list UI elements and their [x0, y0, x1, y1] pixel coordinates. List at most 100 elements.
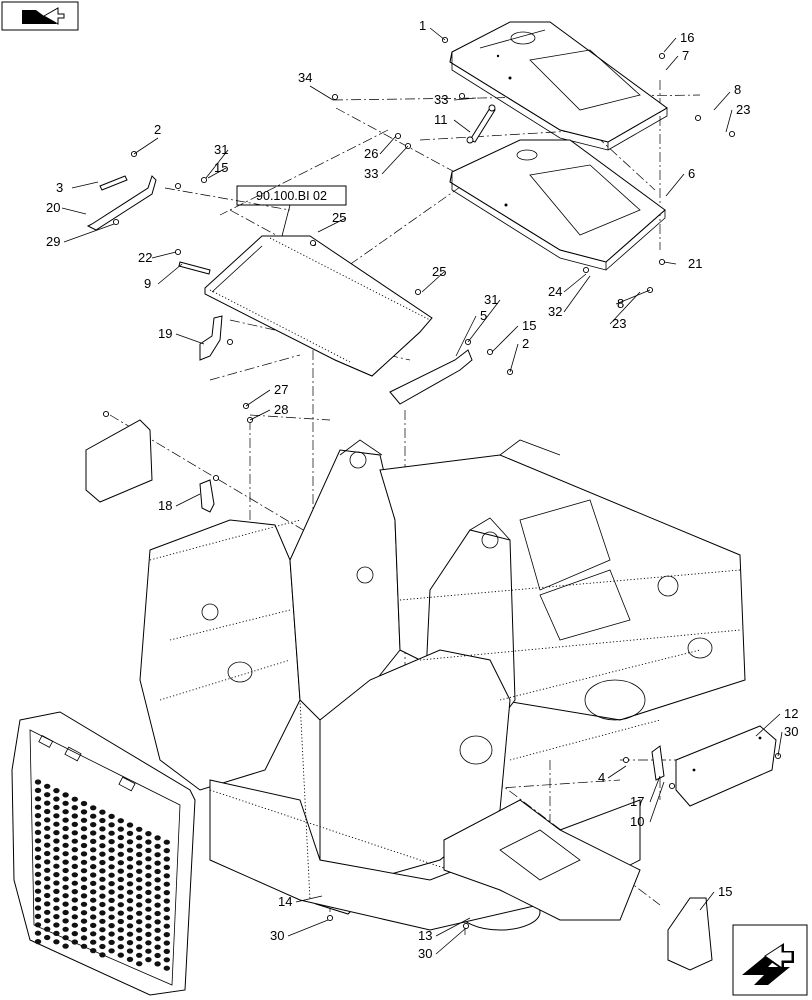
grille-mesh-hole [53, 846, 60, 853]
grille-mesh-hole [80, 926, 88, 933]
grille-mesh-hole [108, 881, 115, 887]
grille-mesh-hole [62, 851, 69, 857]
lower-cover-plate[interactable] [449, 139, 666, 271]
grille-mesh-hole [136, 902, 143, 908]
grille-mesh-hole [136, 851, 143, 858]
grille-mesh-hole [71, 796, 79, 802]
grille-mesh-hole [126, 822, 134, 828]
gas-strut-11[interactable] [466, 104, 496, 144]
grille-mesh-hole [34, 846, 42, 852]
bracket-18[interactable] [199, 479, 215, 513]
grille-mesh-hole [90, 897, 97, 903]
grille-mesh-hole [99, 851, 106, 857]
grille-mesh-hole [99, 918, 106, 924]
callout-24: 24 [548, 284, 562, 299]
callout-20: 20 [46, 200, 60, 215]
grille-mesh-hole [163, 873, 170, 879]
grille-mesh-hole [99, 868, 106, 874]
grille-mesh-hole [154, 877, 161, 883]
grille-mesh-hole [154, 936, 161, 942]
leader-line [491, 325, 519, 353]
grille-mesh-hole [108, 939, 115, 946]
grille-mesh-hole [163, 839, 170, 845]
grille-mesh-hole [126, 940, 134, 946]
grille-mesh-hole [99, 943, 106, 950]
leader-line [381, 145, 409, 175]
grille-mesh-hole [34, 829, 42, 836]
leader-line [151, 251, 177, 259]
side-cover-left[interactable] [85, 419, 153, 503]
grille-mesh-hole [62, 867, 69, 874]
grille-mesh-hole [80, 842, 88, 849]
grille-mesh-hole [154, 885, 161, 891]
leader-line [435, 927, 467, 955]
grille-mesh-hole [80, 935, 88, 941]
bracket-5[interactable] [389, 349, 473, 405]
callout-23: 23 [612, 316, 626, 331]
grille-mesh-hole [71, 813, 79, 819]
bracket-19[interactable] [199, 315, 223, 361]
grille-mesh-hole [71, 939, 79, 945]
grille-mesh-hole [108, 822, 115, 828]
reference-box[interactable]: 90.100.BI 02 [236, 185, 347, 206]
support-bracket-20[interactable] [86, 175, 157, 231]
grille-mesh-hole [34, 779, 42, 785]
strap-3[interactable] [99, 175, 128, 191]
grille-mesh-hole [136, 885, 143, 891]
callout-15: 15 [718, 884, 732, 899]
grille-mesh-hole [44, 850, 51, 857]
pin-9[interactable] [178, 261, 211, 275]
grille-mesh-hole [117, 902, 125, 908]
leader-line [249, 409, 271, 421]
next-page-icon[interactable] [732, 924, 808, 996]
grille-mesh-hole [136, 843, 143, 849]
grille-mesh-hole [145, 873, 152, 879]
grille-mesh-hole [34, 871, 42, 878]
callout-17: 17 [630, 794, 644, 809]
grille-mesh-hole [126, 956, 134, 963]
grille-mesh-hole [154, 910, 161, 917]
bracket-17[interactable] [651, 745, 665, 781]
grille-mesh-hole [34, 897, 42, 903]
grille-mesh-hole [53, 905, 60, 911]
grille-mesh-hole [34, 796, 42, 802]
grille-mesh-hole [154, 961, 161, 967]
upper-cover-plate[interactable] [449, 21, 668, 151]
grille-mesh-hole [145, 864, 152, 870]
grille-mesh-hole [163, 848, 170, 854]
grille-mesh-hole [34, 787, 42, 794]
grille-mesh-hole [90, 931, 97, 937]
grille-mesh-hole [34, 922, 42, 928]
grille-mesh-hole [145, 940, 152, 946]
grille-mesh-hole [90, 864, 97, 870]
label-15[interactable] [667, 897, 713, 971]
grille-mesh-hole [117, 860, 125, 866]
side-cover-12[interactable] [675, 725, 777, 807]
callout-12: 12 [784, 706, 798, 721]
leader-line [207, 167, 227, 179]
grille-mesh-hole [163, 906, 170, 913]
grille-mesh-hole [53, 914, 60, 920]
leader-line [755, 713, 781, 737]
grille-mesh-hole [90, 948, 97, 954]
bolt-icon [309, 239, 317, 247]
grille-mesh-hole [108, 897, 115, 904]
roof-panel[interactable] [204, 235, 433, 377]
grille-mesh-hole [90, 889, 97, 895]
grille-mesh-hole [44, 834, 51, 840]
callout-4: 4 [598, 770, 605, 785]
leader-line [133, 137, 159, 155]
grille-mesh-hole [62, 909, 69, 916]
grille-mesh-hole [71, 830, 79, 836]
leader-line [245, 389, 271, 407]
grille-mesh-hole [53, 821, 60, 827]
grille-mesh-hole [99, 809, 106, 815]
main-frame[interactable] [139, 439, 746, 931]
callout-3: 3 [56, 180, 63, 195]
leader-line [421, 271, 445, 293]
back-page-icon[interactable] [1, 1, 79, 31]
grille-mesh-hole [90, 922, 97, 929]
grille-mesh-hole [44, 926, 51, 932]
grille-mesh-hole [80, 901, 88, 907]
grille-mesh-hole [108, 948, 115, 954]
